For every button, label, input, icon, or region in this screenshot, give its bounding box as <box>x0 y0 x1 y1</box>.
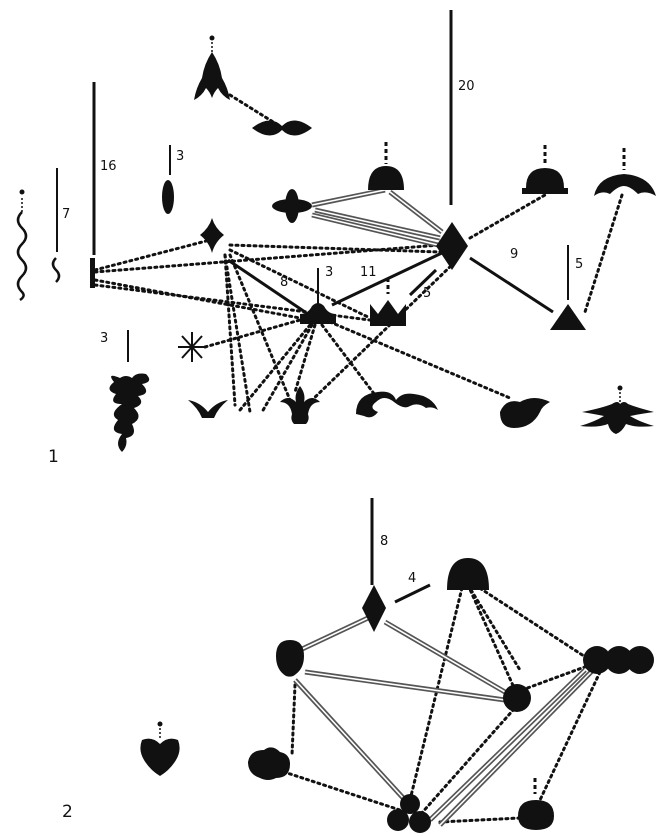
scale-label: 5 <box>423 286 431 301</box>
panel-2-shapes <box>140 558 654 833</box>
cross-icon <box>272 189 312 223</box>
rhombus-icon <box>362 585 386 632</box>
scale-label: 8 <box>380 534 388 549</box>
link-dotted <box>223 253 252 414</box>
link-dotted <box>238 323 312 412</box>
scale-label: 3 <box>325 265 333 280</box>
link-dotted <box>203 318 302 349</box>
rhombus-icon <box>436 222 468 270</box>
panel-label: 2 <box>62 802 73 822</box>
link-double <box>311 187 444 248</box>
cluster-bead-icon <box>387 794 431 833</box>
link-dotted <box>276 768 402 812</box>
link-dotted <box>228 243 442 254</box>
link-dotted <box>408 586 464 802</box>
scale-label: 7 <box>62 207 70 222</box>
link-solid <box>227 258 306 314</box>
panel-1-scale-bars <box>56 10 569 362</box>
link-dotted <box>583 193 624 314</box>
link-dotted <box>260 323 314 414</box>
crown-icon <box>370 278 406 326</box>
ornate-pendant-icon <box>109 373 150 452</box>
link-dotted <box>228 93 280 127</box>
scroll-ornament-icon <box>356 391 438 418</box>
pagoda-ornament-icon <box>580 385 654 434</box>
link-dotted <box>223 253 237 407</box>
link-dotted <box>418 698 524 817</box>
link-dotted <box>228 253 292 402</box>
link-solid <box>469 256 554 314</box>
scale-label: 9 <box>510 247 518 262</box>
scale-label: 4 <box>408 571 416 586</box>
swallowtail-pendant-icon <box>194 35 230 100</box>
link-dotted <box>93 238 212 272</box>
panel-1-links <box>93 93 624 414</box>
link-dotted <box>466 583 522 672</box>
double-bead-pendant-icon <box>518 778 554 830</box>
panel-1-shapes <box>16 35 656 452</box>
wavy-pendant-icon <box>16 189 28 302</box>
link-dotted <box>308 260 457 404</box>
link-dotted <box>228 248 372 320</box>
scale-label: 20 <box>458 79 475 94</box>
lumpy-bead-icon <box>248 747 290 780</box>
scale-label: 5 <box>575 257 583 272</box>
link-dotted <box>468 193 547 240</box>
link-dotted <box>520 663 592 692</box>
dome-base-icon <box>522 145 568 194</box>
scale-label: 8 <box>280 275 288 290</box>
link-dotted <box>293 323 317 394</box>
panel-label: 1 <box>48 447 59 467</box>
double-oval-icon <box>252 120 312 136</box>
four-point-star-icon <box>200 218 224 253</box>
link-dotted <box>438 816 522 824</box>
fleur-de-lis-icon <box>280 386 320 424</box>
house-plaque-icon <box>300 303 336 324</box>
panel-2: 8 4 <box>62 498 654 833</box>
butterfly-pendant-icon <box>140 721 180 776</box>
link-dotted <box>328 320 512 400</box>
bar-plaque-icon <box>90 258 95 288</box>
link-dotted <box>466 583 517 692</box>
link-dotted <box>320 323 377 397</box>
small-wavy-icon <box>51 257 61 283</box>
wavy-mound-icon <box>594 148 656 196</box>
scale-label: 3 <box>176 149 184 164</box>
panel-1: 16 7 3 20 8 3 11 5 9 5 3 <box>16 10 656 467</box>
triangle-icon <box>550 304 586 330</box>
link-solid <box>394 583 431 604</box>
small-scroll-icon <box>500 398 550 428</box>
asterisk-icon <box>178 332 206 362</box>
scale-label: 11 <box>360 265 377 280</box>
lens-pendant-icon <box>162 180 174 214</box>
link-dotted <box>538 670 602 802</box>
link-dotted <box>290 683 297 757</box>
scale-label: 16 <box>100 159 117 174</box>
link-dotted <box>473 583 592 662</box>
triple-bead-icon <box>583 646 654 674</box>
pear-bead-icon <box>276 640 304 677</box>
round-bead-icon <box>503 684 531 712</box>
panel-2-links <box>276 583 602 827</box>
y-shape-icon <box>188 400 228 418</box>
half-disc-icon <box>447 558 489 590</box>
scale-label: 3 <box>100 331 108 346</box>
link-solid <box>408 268 438 297</box>
link-double <box>293 615 597 827</box>
dome-pendant-icon <box>368 142 404 190</box>
